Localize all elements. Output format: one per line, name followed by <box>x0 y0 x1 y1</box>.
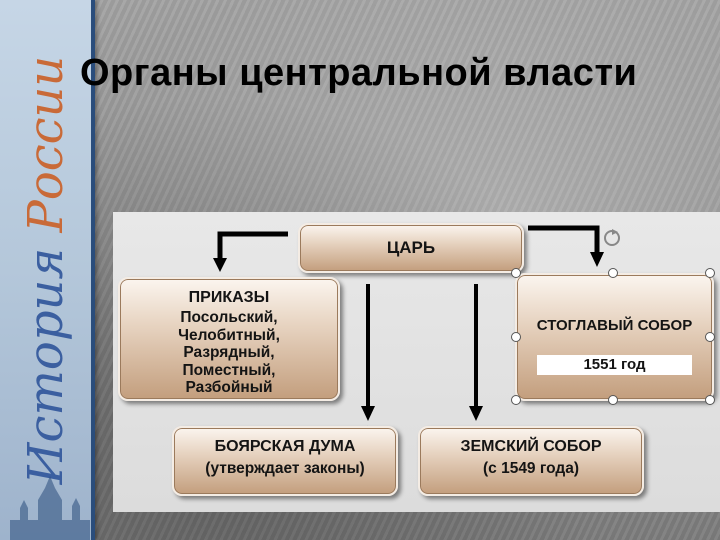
prikaz-item: Разбойный <box>185 379 273 396</box>
prikaz-item: Посольский, <box>180 309 278 326</box>
selection-handle[interactable] <box>511 332 521 342</box>
stoglav-heading: СТОГЛАВЫЙ СОБОР <box>536 317 693 334</box>
church-silhouette-icon <box>10 476 90 540</box>
selection-handle[interactable] <box>511 268 521 278</box>
selection-handle[interactable] <box>705 268 715 278</box>
slide-title: Органы центральной власти <box>80 52 638 94</box>
selection-handle[interactable] <box>705 332 715 342</box>
arrow-tsar-to-stoglav <box>528 225 600 255</box>
duma-note: (утверждает законы) <box>205 460 365 477</box>
prikaz-item: Поместный, <box>182 361 276 379</box>
arrow-tsar-to-prikazy <box>217 231 288 262</box>
selection-handle[interactable] <box>608 268 618 278</box>
selection-handle[interactable] <box>705 395 715 405</box>
tsar-label: ЦАРЬ <box>386 238 436 257</box>
box-boyarskaya-duma[interactable]: БОЯРСКАЯ ДУМА (утверждает законы) <box>172 426 398 496</box>
strip-divider <box>91 0 95 540</box>
rotate-handle-icon <box>604 229 620 246</box>
selection-handle[interactable] <box>608 395 618 405</box>
prikazy-list: Посольский, Челобитный, Разрядный, Помес… <box>120 309 338 397</box>
prikaz-item: Челобитный, <box>178 326 280 344</box>
box-prikazy[interactable]: ПРИКАЗЫ Посольский, Челобитный, Разрядны… <box>118 277 340 401</box>
box-stoglav-sobor[interactable]: СТОГЛАВЫЙ СОБОР 1551 год <box>515 273 714 401</box>
box-tsar[interactable]: ЦАРЬ <box>298 223 524 273</box>
zemsky-note: (с 1549 года) <box>482 460 579 477</box>
stoglav-year: 1551 год <box>537 355 692 375</box>
zemsky-heading: ЗЕМСКИЙ СОБОР <box>460 438 602 455</box>
prikazy-heading: ПРИКАЗЫ <box>188 289 270 306</box>
prikaz-item: Разрядный, <box>183 344 275 361</box>
selection-handle[interactable] <box>511 395 521 405</box>
left-decorative-strip: История России <box>0 0 95 540</box>
duma-heading: БОЯРСКАЯ ДУМА <box>214 438 356 455</box>
box-zemsky-sobor[interactable]: ЗЕМСКИЙ СОБОР (с 1549 года) <box>418 426 644 496</box>
